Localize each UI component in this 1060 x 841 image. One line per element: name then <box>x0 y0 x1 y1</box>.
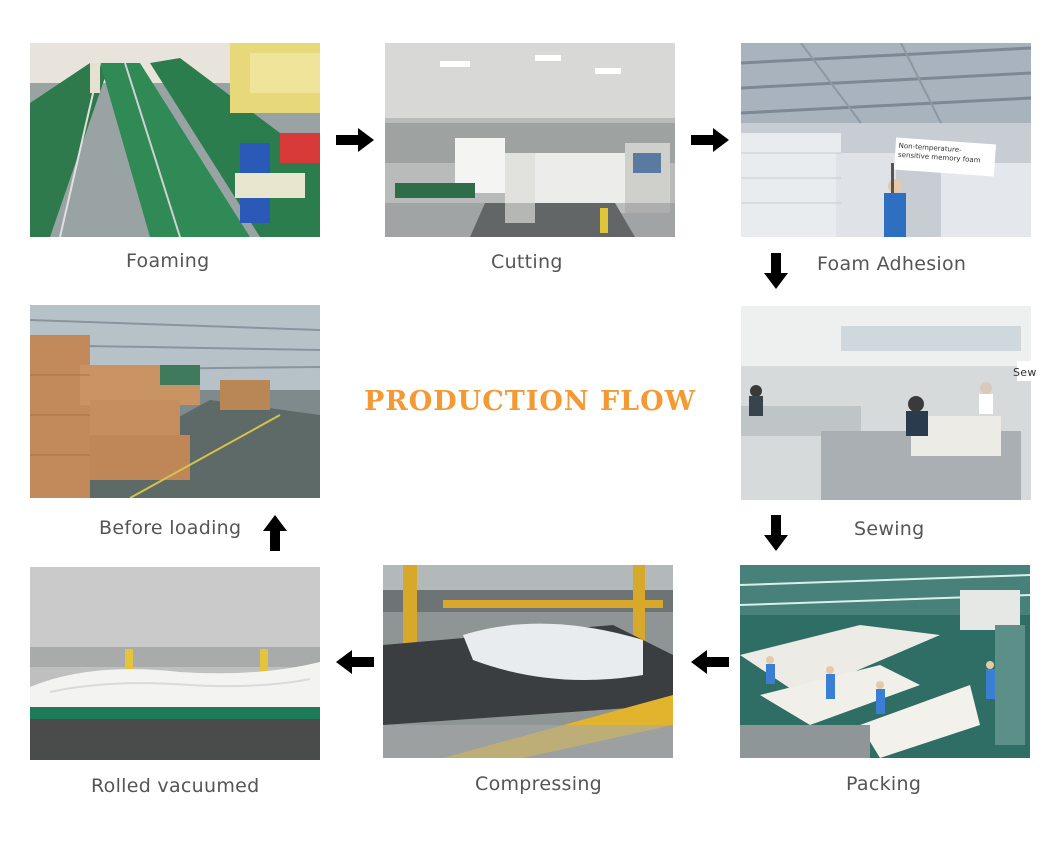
step-label-compressing: Compressing <box>475 773 603 795</box>
arrow-left-icon <box>691 650 729 674</box>
foam-adhesion-photo <box>741 43 1031 237</box>
packing-photo <box>740 565 1030 758</box>
step-label-packing: Packing <box>846 773 922 795</box>
arrow-up-icon <box>263 515 287 551</box>
foaming-photo <box>30 43 320 237</box>
foam-sign: Non-temperature-sensitive memory foam <box>894 137 996 177</box>
compressing-photo <box>383 565 673 758</box>
cutting-photo <box>385 43 675 237</box>
before-loading-photo <box>30 305 320 498</box>
arrow-right-icon <box>336 128 374 152</box>
arrow-right-icon <box>691 128 729 152</box>
step-label-rolled-vacuumed: Rolled vacuumed <box>91 775 260 797</box>
step-label-before-loading: Before loading <box>99 517 242 539</box>
sewing-photo <box>741 306 1031 500</box>
arrow-left-icon <box>336 650 374 674</box>
step-label-foaming: Foaming <box>126 250 210 272</box>
diagram-title: PRODUCTION FLOW <box>363 386 697 417</box>
sew-sign: Sew <box>1013 366 1037 379</box>
arrow-down-icon <box>764 515 788 551</box>
rolled-vacuumed-photo <box>30 567 320 760</box>
step-label-foam-adhesion: Foam Adhesion <box>817 253 967 275</box>
step-label-cutting: Cutting <box>491 251 563 273</box>
step-label-sewing: Sewing <box>854 518 925 540</box>
arrow-down-icon <box>764 253 788 289</box>
